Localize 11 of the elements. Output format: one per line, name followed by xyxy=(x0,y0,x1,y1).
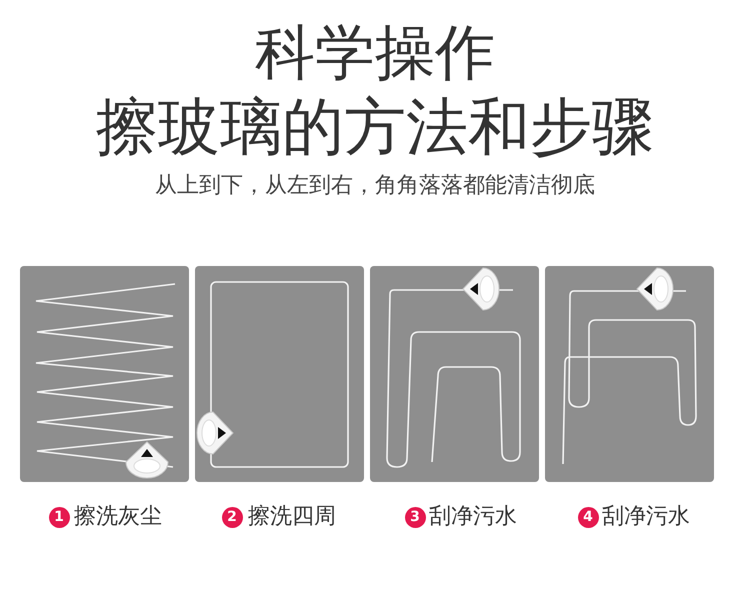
step-caption: 擦洗四周 xyxy=(248,505,336,529)
step-caption: 擦洗灰尘 xyxy=(74,505,162,529)
step-caption: 刮净污水 xyxy=(429,505,517,529)
step-number: 1 xyxy=(48,506,70,528)
title: 擦玻璃的方法和步骤 xyxy=(96,93,654,162)
step-number: 4 xyxy=(578,506,598,528)
step-number: 2 xyxy=(222,506,242,528)
step-number: 3 xyxy=(404,506,426,528)
title: 科学操作 xyxy=(255,20,495,86)
step-caption: 刮净污水 xyxy=(602,505,690,529)
subtitle: 从上到下，从左到右，角角落落都能清洁彻底 xyxy=(155,174,595,198)
